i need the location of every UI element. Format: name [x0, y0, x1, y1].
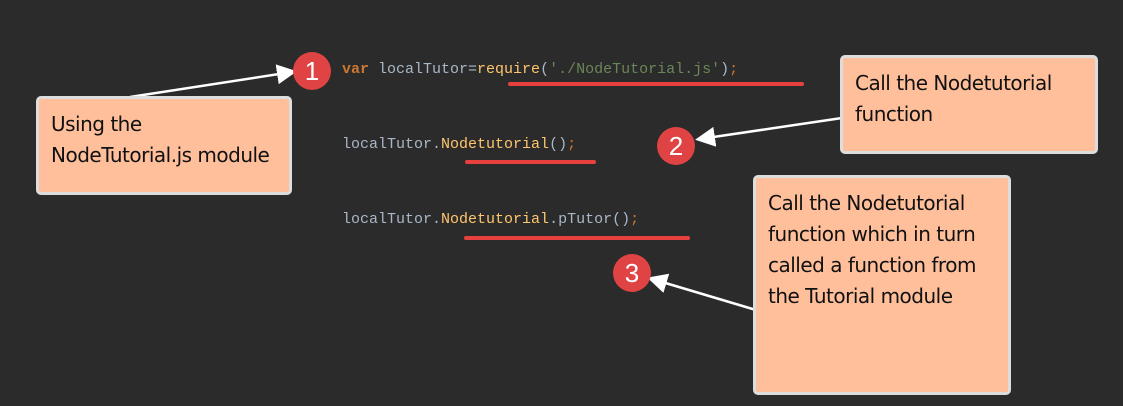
arrow-1	[129, 64, 297, 99]
code-line-3: localTutor.Nodetutorial.pTutor();	[342, 211, 639, 228]
code-line-2: localTutor.Nodetutorial();	[342, 136, 576, 153]
identifier: localTutor.	[342, 136, 442, 153]
function-name: Nodetutorial	[441, 211, 550, 228]
underline-1	[508, 82, 804, 86]
semicolon: ;	[729, 61, 739, 78]
step-badge-3: 3	[613, 254, 651, 292]
callout-2: Call the Nodetutorial function	[840, 55, 1098, 154]
code-line-1: var localTutor=require('./NodeTutorial.j…	[342, 61, 738, 78]
callout-3: Call the Nodetutorial function which in …	[753, 175, 1011, 395]
semicolon: ;	[567, 136, 577, 153]
arrow-3	[647, 273, 757, 312]
paren: )	[720, 61, 730, 78]
underline-2	[465, 160, 596, 164]
function-name: Nodetutorial	[441, 136, 550, 153]
function-name: require	[477, 61, 541, 78]
string: './NodeTutorial.js'	[549, 61, 721, 78]
paren: (	[540, 61, 550, 78]
method: .pTutor	[549, 211, 613, 228]
identifier: localTutor=	[369, 61, 478, 78]
underline-3	[464, 236, 690, 240]
step-badge-1: 1	[293, 52, 331, 90]
step-badge-2: 2	[657, 127, 695, 165]
parens: ()	[612, 211, 631, 228]
arrow-2	[695, 116, 843, 147]
identifier: localTutor.	[342, 211, 442, 228]
callout-1: Using the NodeTutorial.js module	[36, 96, 292, 195]
keyword: var	[342, 61, 370, 78]
semicolon: ;	[630, 211, 640, 228]
parens: ()	[549, 136, 568, 153]
